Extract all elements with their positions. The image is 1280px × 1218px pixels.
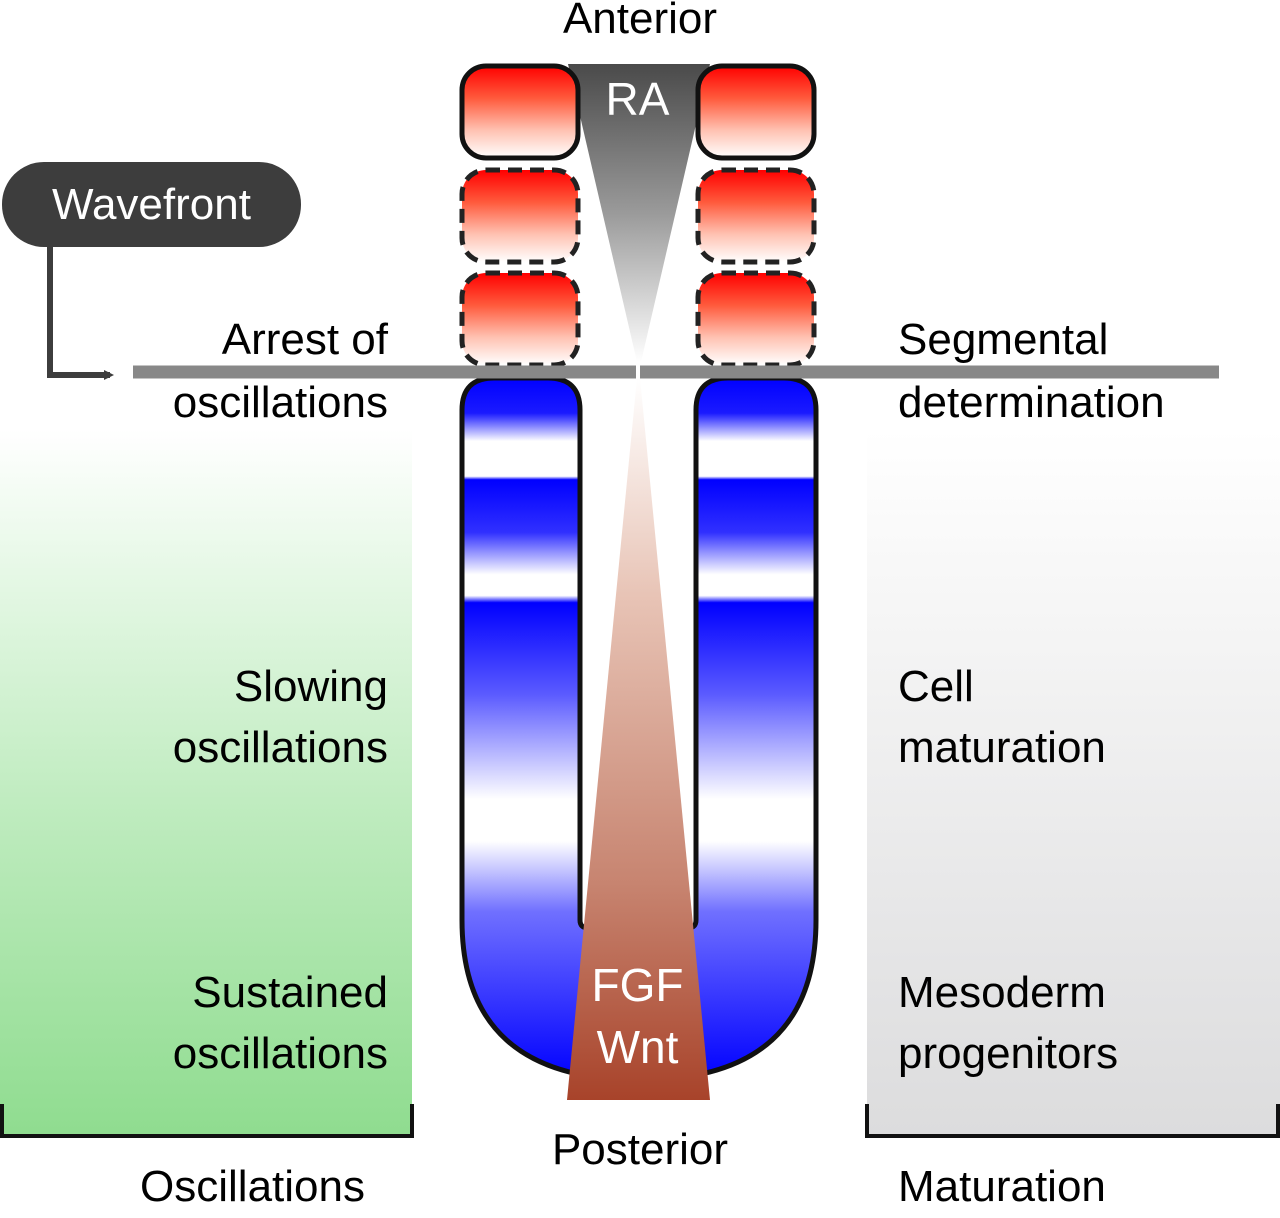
cell-label-line1: Cell	[898, 662, 974, 711]
slowing-label-line2: oscillations	[172, 723, 388, 772]
posterior-label: Posterior	[551, 1125, 729, 1174]
fgf-label: FGF	[591, 959, 684, 1011]
sustained-label-line2: oscillations	[172, 1029, 388, 1078]
somite-formed-left	[459, 63, 581, 161]
mesoderm-label-line1: Mesoderm	[898, 968, 1106, 1017]
segmental-label-line1: Segmental	[898, 315, 1109, 364]
fgf-wnt-gradient	[567, 378, 710, 1100]
maturation-bracket	[865, 1104, 1280, 1138]
somite-prospective-left-1	[459, 167, 581, 265]
wavefront-label: Wavefront	[2, 162, 301, 247]
wavefront-arrow-icon	[47, 245, 114, 380]
oscillations-zone-panel	[0, 430, 412, 1138]
sustained-label-line1: Sustained	[192, 968, 388, 1017]
somite-prospective-right-1	[695, 167, 817, 265]
somite-prospective-right-2	[695, 270, 817, 368]
maturation-bracket-label: Maturation	[898, 1162, 1106, 1211]
ra-gradient	[568, 64, 710, 362]
somite-formed-right	[695, 63, 817, 161]
arrest-label-line2: oscillations	[172, 378, 388, 427]
wnt-label: Wnt	[596, 1021, 679, 1073]
arrest-label-line1: Arrest of	[221, 315, 388, 364]
cell-label-line2: maturation	[898, 723, 1106, 772]
segmental-label-line2: determination	[898, 378, 1165, 427]
slowing-label-line1: Slowing	[233, 662, 388, 711]
oscillations-bracket	[0, 1104, 414, 1138]
mesoderm-label-line2: progenitors	[898, 1029, 1119, 1078]
anterior-label: Anterior	[562, 0, 718, 43]
somite-prospective-left-2	[459, 270, 581, 368]
ra-label: RA	[605, 73, 670, 125]
maturation-zone-panel	[867, 430, 1280, 1138]
oscillations-bracket-label: Oscillations	[140, 1162, 365, 1211]
